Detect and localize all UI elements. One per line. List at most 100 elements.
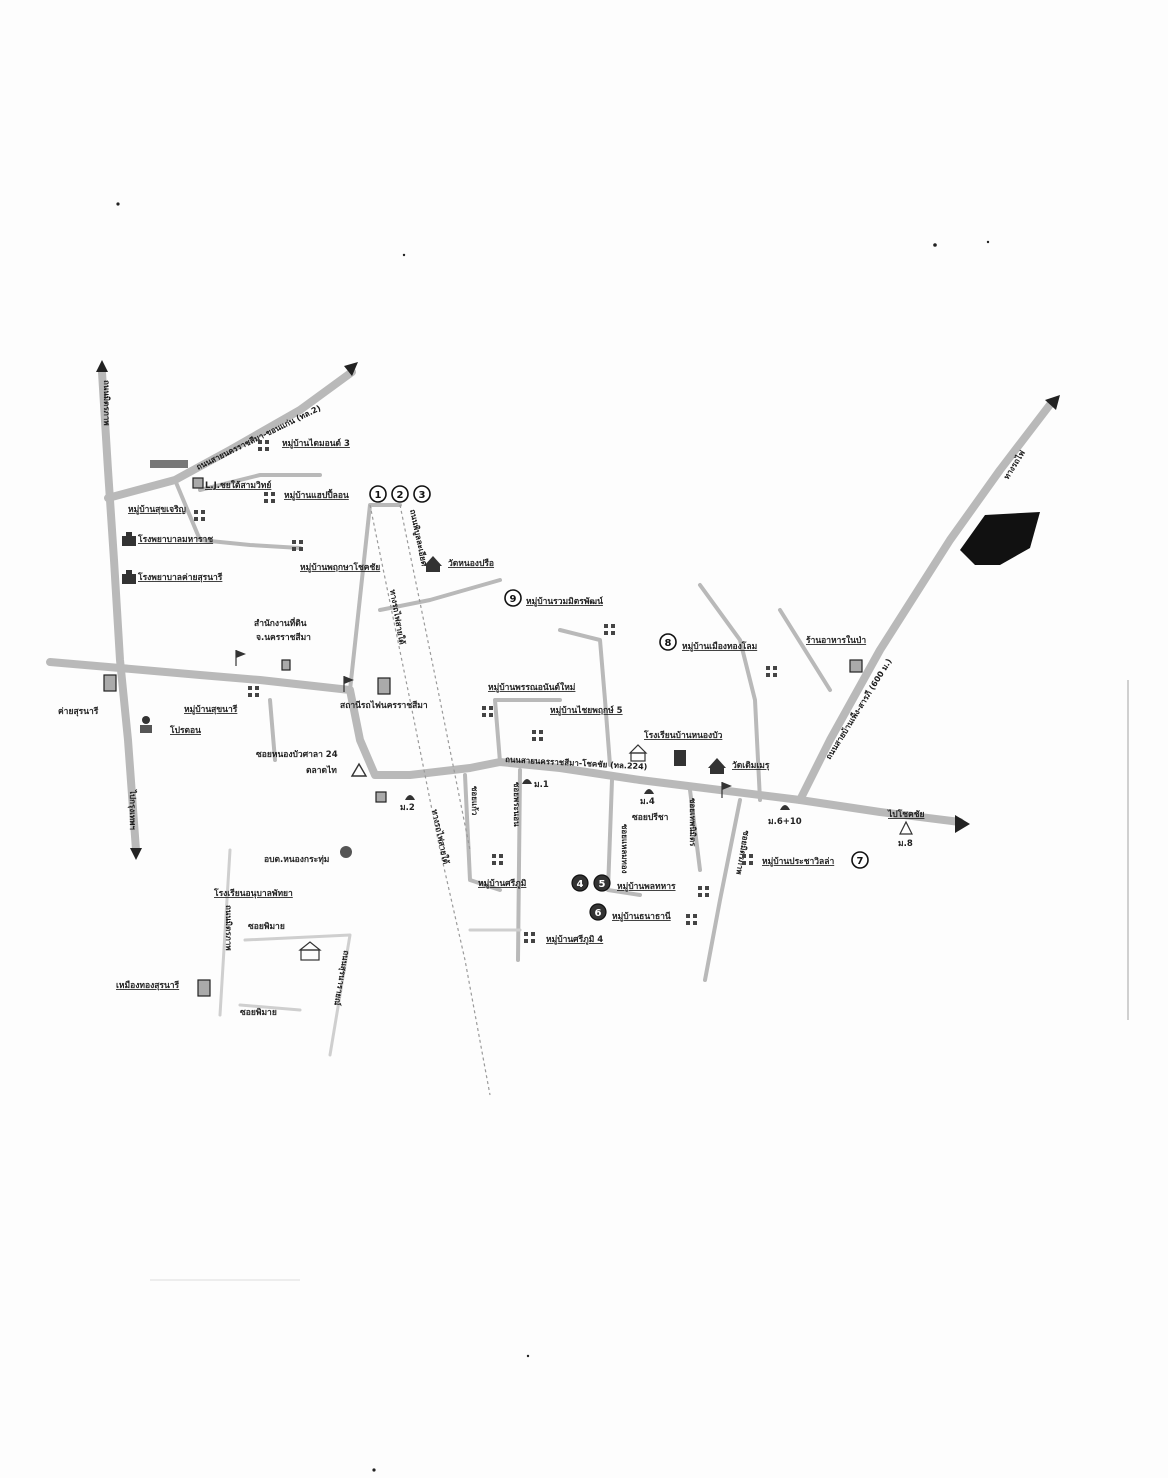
label-village-mid-3: หมู่บ้านไชยพฤกษ์ 5 [550, 705, 623, 716]
label-village-low-2: หมู่บ้านศรีภูมิ 4 [546, 934, 603, 945]
destination-block [960, 512, 1040, 565]
label-soi-low-3: ซอยพิมาย [240, 1007, 277, 1018]
person-icon [140, 716, 152, 733]
label-school-mid: โรงเรียนบ้านหนองบัว [643, 730, 723, 741]
label-bar [150, 460, 188, 468]
label-village-right-1: ร้านอาหารในป่า [806, 635, 866, 646]
street-1 [173, 478, 302, 550]
arrow-northeast [344, 362, 358, 376]
label-soi-mid-3: ซอยปรีชา [632, 812, 669, 823]
scan-speck [986, 240, 990, 244]
label-left-south-road: ไปกรุงเทพฯ [127, 789, 138, 830]
label-village-mid-top: หมู่บ้านพฤกษาโชคชัย [300, 562, 380, 573]
tree-icon [899, 820, 913, 835]
street-4 [378, 578, 502, 612]
flag-icon [343, 676, 354, 692]
label-rail-1: ทางรถไฟสายใต้ [388, 589, 408, 646]
svg-text:2: 2 [397, 490, 404, 501]
street-low-1 [218, 848, 232, 1017]
marker-7: 7 [851, 851, 869, 869]
marker-6: 6 [589, 903, 607, 921]
marker-8: 8 [659, 633, 677, 651]
flag-icon [721, 782, 732, 798]
label-temple-top: วัดหนองปรือ [448, 558, 494, 569]
label-proxy-left: โปรตอน [169, 725, 201, 736]
road-top-diagonal [104, 368, 356, 502]
village-houses-icon [258, 440, 269, 451]
label-moo-4: ม.4 [640, 797, 655, 807]
temple-icon [708, 758, 726, 774]
hospital-icon [122, 532, 136, 546]
label-moo-610: ม.6+10 [768, 817, 802, 827]
label-soi-mid-1: ซอยแก้ว [470, 786, 480, 816]
street-low-2 [243, 933, 352, 1057]
arrow-right-top [1045, 395, 1060, 410]
label-village-6: หมู่บ้านธนาธานี [612, 911, 671, 922]
street-13 [703, 798, 742, 982]
village-houses-icon [264, 492, 275, 503]
arrow-south [130, 848, 142, 860]
village-houses-icon [292, 540, 303, 551]
village-houses-icon [248, 686, 259, 697]
scan-speck [933, 243, 937, 247]
flag-icon [235, 650, 246, 666]
street-2 [198, 473, 322, 492]
label-mall-low: เหมืองทองสุรนารี [116, 980, 180, 991]
street-6 [558, 628, 612, 767]
building-icon [849, 659, 863, 673]
village-houses-icon [742, 854, 753, 865]
label-office-top: สำนักงานที่ดิน [254, 616, 307, 629]
label-village-left-1: หมู่บ้านสุขเจริญ [128, 504, 186, 515]
svg-text:8: 8 [665, 638, 672, 649]
label-top-road: ถนนสายนครราชสีมา-ขอนแก่น (ทล.2) [194, 403, 322, 472]
label-to-chokchai: ไปโชคชัย [887, 809, 924, 820]
village-houses-icon [686, 914, 697, 925]
svg-text:1: 1 [375, 490, 382, 501]
label-moo-2: ม.2 [400, 803, 415, 813]
street-8 [778, 608, 832, 692]
building-icon [377, 677, 391, 695]
svg-text:6: 6 [595, 908, 602, 919]
building-icon [281, 659, 291, 671]
label-soi-low-2: ซอยพิมาย [248, 921, 285, 932]
label-hospital-1: โรงพยาบาลมหาราช [137, 534, 213, 545]
scan-speck [372, 1468, 376, 1472]
svg-text:3: 3 [419, 490, 426, 501]
marker-3: 3 [413, 485, 431, 503]
building-icon [375, 791, 387, 803]
scan-speck [402, 253, 406, 257]
label-admin-low: อบต.หนองกระทุ่ม [264, 854, 329, 865]
street-12 [688, 788, 702, 872]
svg-text:9: 9 [510, 594, 517, 605]
seal-icon [340, 846, 352, 858]
marker-1: 1 [369, 485, 387, 503]
label-village-top-3: หมู่บ้านไดมอนด์ 3 [282, 438, 350, 449]
svg-text:4: 4 [577, 879, 584, 890]
building-icon [192, 477, 204, 489]
scan-speck [116, 202, 120, 206]
street-9 [463, 773, 502, 892]
village-houses-icon [492, 854, 503, 865]
label-village-low-1: หมู่บ้านศรีภูมิ [478, 878, 526, 889]
label-village-123: หมู่บ้านแฮปปี้ลอน [284, 488, 349, 501]
label-soi-mid-2: ซอยพระนอน [512, 782, 521, 827]
label-soi-24: ซอยหนองบัวศาลา 24 [256, 749, 338, 760]
label-hospital-2: โรงพยาบาลค่ายสุรนารี [137, 572, 223, 583]
label-moo-8: ม.8 [898, 839, 913, 849]
label-village-9: หมู่บ้านรวมมิตรพัฒน์ [526, 596, 603, 607]
road-left-vertical [98, 368, 140, 854]
shrine-icon [522, 779, 532, 784]
label-village-45: หมู่บ้านพลทหาร [617, 881, 676, 892]
label-temple-right: วัดเดิมเมรุ [732, 760, 770, 771]
label-village-7: หมู่บ้านประชาวิลล่า [762, 856, 834, 867]
svg-text:5: 5 [599, 879, 606, 890]
marker-2: 2 [391, 485, 409, 503]
village-houses-icon [766, 666, 777, 677]
marker-4: 4 [571, 874, 589, 892]
hospital-icon [122, 570, 136, 584]
arrow-east [955, 815, 970, 833]
label-soi-mid-4: ซอยแหลมทอง [620, 824, 629, 874]
school-icon [628, 744, 648, 762]
arrow-north [96, 360, 108, 372]
